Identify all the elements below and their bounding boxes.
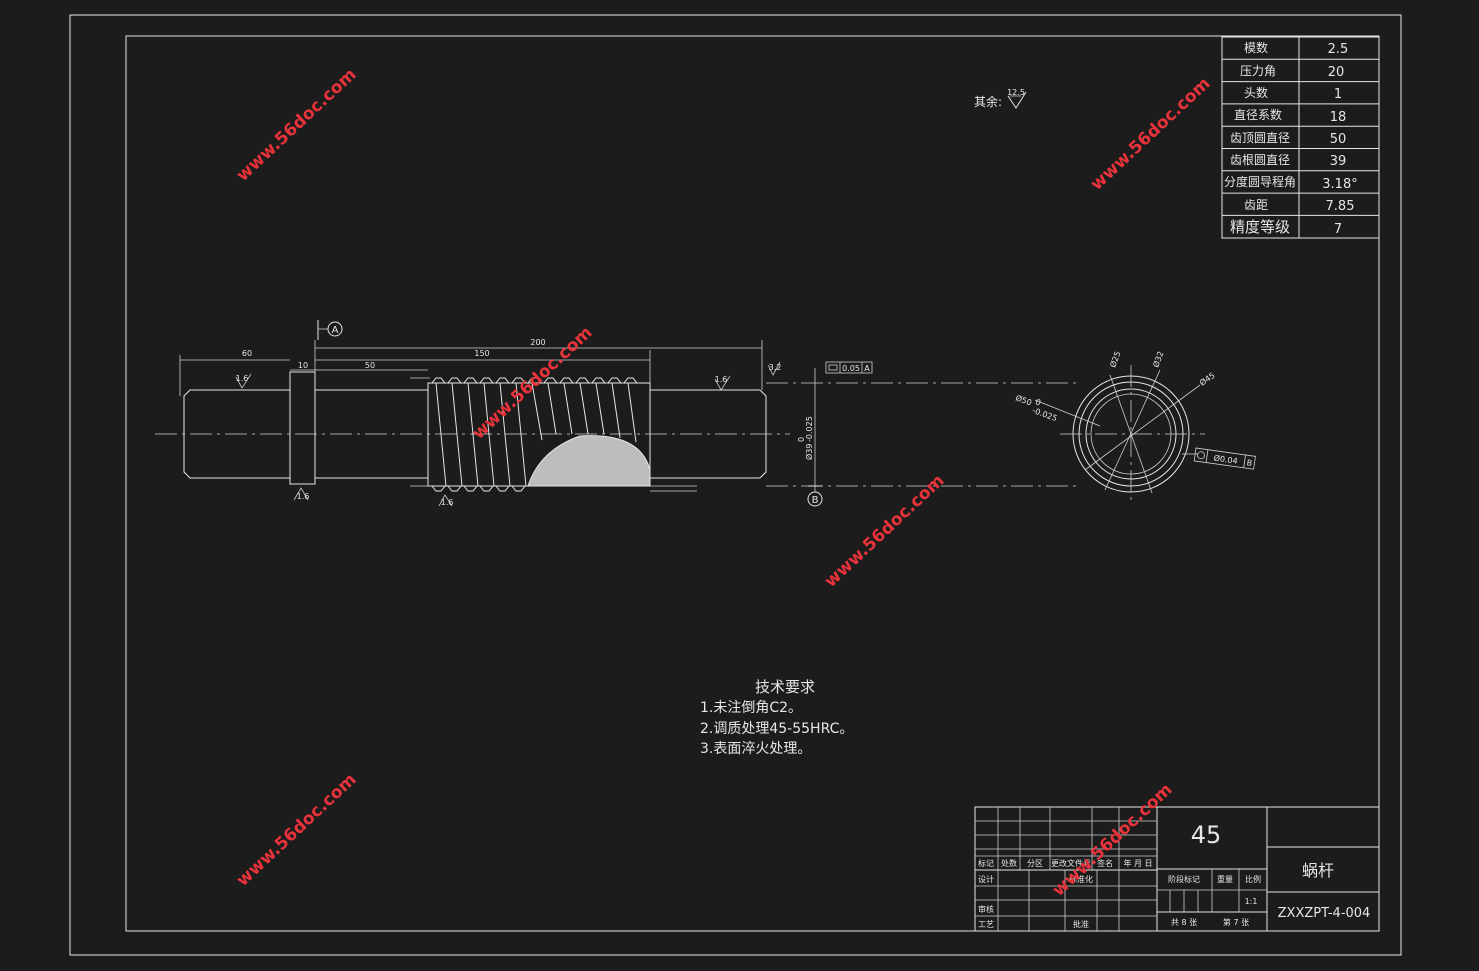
tb-scale-label: 比例: [1245, 874, 1261, 884]
section-hatch: [527, 435, 651, 487]
tb-part-name: 蜗杆: [1302, 861, 1334, 880]
param-label-pitch: 齿距: [1244, 198, 1268, 212]
svg-text:-0.025: -0.025: [1031, 406, 1058, 423]
param-value-diameter-factor: 18: [1330, 110, 1347, 125]
tolerance-frame-right: Ø0.04 B: [1193, 447, 1256, 470]
tb-h-mark: 标记: [978, 858, 994, 868]
svg-text:Ø39: Ø39: [804, 444, 814, 460]
roughness-mark-bottom-1: 1.6: [293, 487, 310, 501]
tb-sheet-no: 第 7 张: [1223, 917, 1249, 927]
svg-text:Ø0.04: Ø0.04: [1213, 453, 1238, 466]
svg-text:-0.025: -0.025: [805, 416, 814, 442]
svg-text:B: B: [812, 495, 819, 506]
svg-text:0: 0: [797, 437, 806, 442]
param-label-module: 模数: [1244, 40, 1268, 55]
inner-frame: [125, 35, 1380, 932]
roughness-mark-mid: 1.6: [715, 375, 731, 391]
end-view: [1034, 365, 1205, 505]
tb-standard: 标准化: [1069, 874, 1093, 884]
tb-h-date: 年 月 日: [1123, 858, 1152, 868]
watermark-1: www.56doc.com: [233, 65, 361, 186]
dim-dia32: Ø32: [1150, 350, 1165, 369]
roughness-mark-right: 3.2: [767, 361, 782, 376]
param-value-starts: 1: [1334, 87, 1342, 102]
svg-text:1.6: 1.6: [236, 374, 249, 383]
surface-roughness-value: 12.5: [1007, 88, 1025, 97]
tb-review: 审核: [978, 904, 994, 914]
params-table: 模数 2.5 压力角 20 头数 1 直径系数 18 齿顶圆直径 50 齿根圆直…: [1221, 36, 1380, 239]
worm-shaft-view: [155, 340, 1080, 492]
svg-text:1.6: 1.6: [297, 492, 310, 501]
tb-material: 45: [1191, 821, 1222, 849]
tb-scale: 1:1: [1245, 897, 1258, 906]
param-label-tip-diameter: 齿顶圆直径: [1230, 131, 1290, 145]
worm-threads: [431, 377, 638, 492]
tb-stage: 阶段标记: [1168, 874, 1200, 884]
svg-text:0.05: 0.05: [842, 364, 860, 373]
roughness-mark-bottom-2: 1.6: [438, 494, 454, 507]
param-label-starts: 头数: [1244, 85, 1268, 100]
tb-approve: 批准: [1073, 919, 1089, 929]
surface-roughness-note: 其余: 12.5: [974, 88, 1027, 109]
title-block: 标记 处数 分区 更改文件号 签名 年 月 日 设计 标准化 审核 工艺 批准 …: [974, 806, 1380, 932]
param-value-root-diameter: 39: [1330, 154, 1347, 169]
watermark-4: www.56doc.com: [821, 471, 949, 592]
param-value-tip-diameter: 50: [1330, 132, 1347, 147]
tb-h-zone: 分区: [1027, 859, 1043, 868]
tb-sheets-total: 共 8 张: [1171, 918, 1197, 927]
dim-dia25: Ø25: [1107, 350, 1122, 369]
param-value-lead-angle: 3.18°: [1322, 177, 1357, 192]
datum-a: A: [317, 320, 343, 340]
tolerance-frame-top: 0.05 A: [814, 361, 873, 383]
svg-text:B: B: [1246, 458, 1253, 468]
dim-dia50: Ø50 0 -0.025: [1014, 392, 1058, 423]
svg-text:A: A: [864, 364, 870, 373]
svg-text:1.6: 1.6: [715, 375, 728, 384]
tb-weight: 重量: [1217, 874, 1233, 884]
svg-text:A: A: [332, 325, 339, 336]
param-label-diameter-factor: 直径系数: [1234, 107, 1282, 122]
tb-drawing-no: ZXXZPT-4-004: [1278, 906, 1371, 921]
tb-h-sign: 签名: [1097, 858, 1113, 868]
tech-req-item-3: 3.表面淬火处理。: [700, 741, 811, 757]
tb-process: 工艺: [978, 920, 994, 929]
dim-60: 60: [242, 349, 252, 358]
dim-10: 10: [298, 361, 308, 370]
tech-req-item-1: 1.未注倒角C2。: [700, 700, 802, 716]
outer-frame: [69, 14, 1402, 956]
param-label-lead-angle: 分度圆导程角: [1224, 174, 1296, 189]
svg-text:1.6: 1.6: [441, 498, 454, 507]
param-value-pitch: 7.85: [1326, 199, 1355, 214]
tech-req-item-2: 2.调质处理45-55HRC。: [700, 721, 853, 737]
svg-text:其余:: 其余:: [974, 94, 1002, 109]
roughness-mark-left: 1.6: [236, 373, 252, 389]
datum-b: B: [807, 485, 823, 507]
tech-req-title: 技术要求: [755, 678, 815, 696]
param-label-root-diameter: 齿根圆直径: [1230, 153, 1290, 167]
param-value-module: 2.5: [1328, 42, 1349, 57]
tb-h-doc: 更改文件号: [1051, 858, 1091, 868]
svg-text:0: 0: [1034, 397, 1042, 407]
tb-design: 设计: [978, 874, 994, 884]
svg-text:Ø50: Ø50: [1014, 392, 1033, 407]
dim-50: 50: [365, 361, 375, 370]
tb-h-count: 处数: [1001, 858, 1017, 868]
param-value-pressure-angle: 20: [1328, 65, 1345, 80]
watermark-5: www.56doc.com: [233, 770, 361, 891]
dim-dia45: Ø45: [1197, 370, 1216, 388]
dim-200: 200: [530, 338, 545, 347]
svg-text:3.2: 3.2: [769, 363, 782, 372]
param-label-pressure-angle: 压力角: [1240, 64, 1276, 78]
dim-dia39: Ø39 0 -0.025: [797, 416, 814, 460]
tech-requirements: 技术要求 1.未注倒角C2。 2.调质处理45-55HRC。 3.表面淬火处理。: [700, 678, 853, 757]
dim-150: 150: [474, 349, 489, 358]
param-value-accuracy: 7: [1334, 222, 1342, 237]
watermark-2: www.56doc.com: [1087, 74, 1215, 195]
param-label-accuracy: 精度等级: [1230, 218, 1290, 236]
